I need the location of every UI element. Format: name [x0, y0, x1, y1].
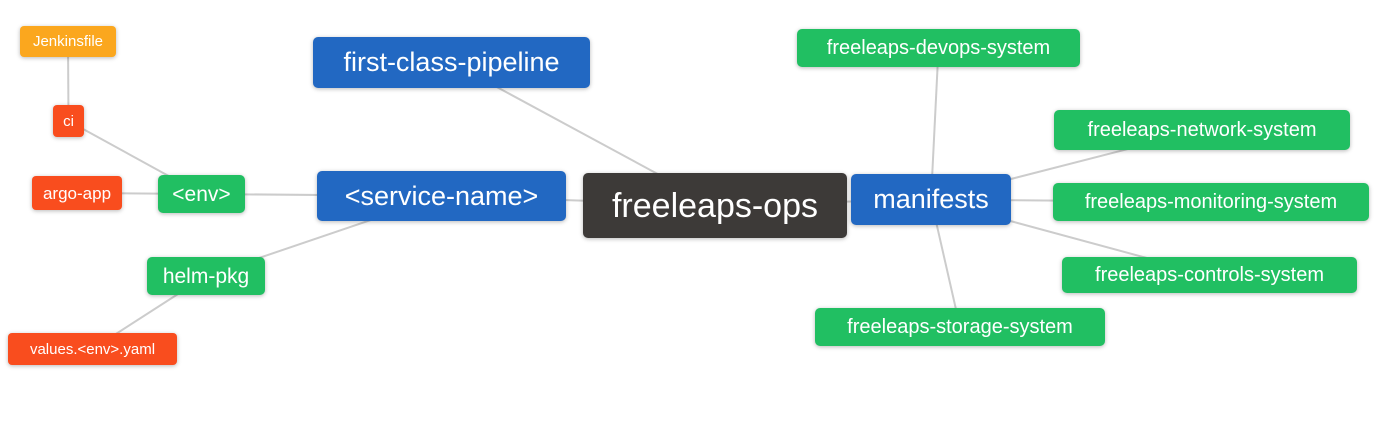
node-first-class-pipeline[interactable]: first-class-pipeline	[313, 37, 590, 88]
node-devops-system[interactable]: freeleaps-devops-system	[797, 29, 1080, 67]
node-env[interactable]: <env>	[158, 175, 245, 213]
node-monitoring-system[interactable]: freeleaps-monitoring-system	[1053, 183, 1369, 221]
node-argo-app[interactable]: argo-app	[32, 176, 122, 210]
node-storage-system[interactable]: freeleaps-storage-system	[815, 308, 1105, 346]
node-helm-pkg[interactable]: helm-pkg	[147, 257, 265, 295]
node-manifests[interactable]: manifests	[851, 174, 1011, 225]
node-controls-system[interactable]: freeleaps-controls-system	[1062, 257, 1357, 293]
node-freeleaps-ops[interactable]: freeleaps-ops	[583, 173, 847, 238]
node-values-env-yaml[interactable]: values.<env>.yaml	[8, 333, 177, 365]
node-jenkinsfile[interactable]: Jenkinsfile	[20, 26, 116, 57]
node-service-name[interactable]: <service-name>	[317, 171, 566, 221]
node-ci[interactable]: ci	[53, 105, 84, 137]
node-network-system[interactable]: freeleaps-network-system	[1054, 110, 1350, 150]
